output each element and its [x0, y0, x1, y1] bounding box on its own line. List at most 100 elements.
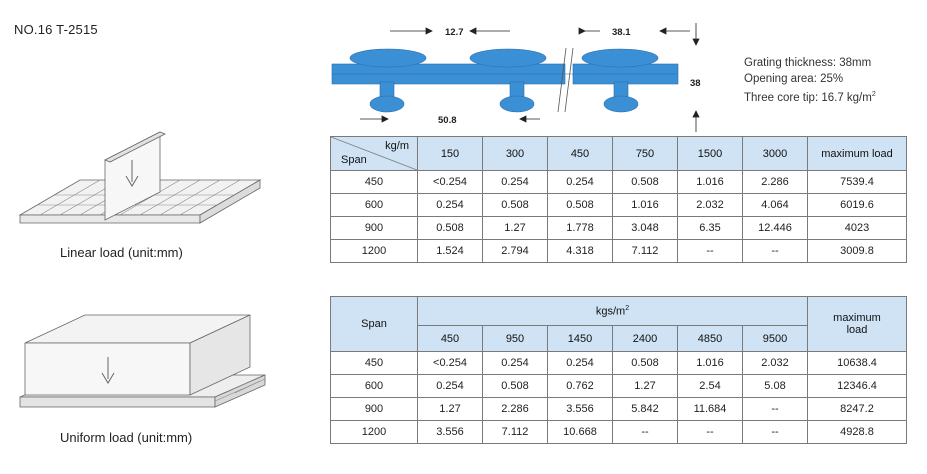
table-cell: 1200 [330, 239, 418, 263]
table-cell: 0.762 [547, 374, 613, 398]
table-cell: 1.524 [417, 239, 483, 263]
table-cell: 2.032 [742, 351, 808, 375]
dim-bottom-label: 50.8 [438, 115, 457, 126]
table-row: 900 1.27 2.286 3.556 5.842 11.684 -- 824… [330, 397, 907, 421]
table-cell: 1200 [330, 420, 418, 444]
table-cell: 3009.8 [807, 239, 907, 263]
table-header-row: kg/m Span 150 300 450 750 1500 3000 maxi… [330, 136, 907, 171]
corner-header: kg/m Span [330, 136, 418, 171]
spec-opening-area: Opening area: 25% [744, 73, 844, 85]
column-header: 1450 [547, 325, 613, 352]
table-cell: 900 [330, 397, 418, 421]
table-row: 1200 3.556 7.112 10.668 -- -- -- 4928.8 [330, 420, 907, 444]
table-cell: 3.048 [612, 216, 678, 240]
table-cell: 7.112 [612, 239, 678, 263]
linear-load-table: kg/m Span 150 300 450 750 1500 3000 maxi… [330, 136, 907, 263]
table-cell: 6019.6 [807, 193, 907, 217]
table-cell: 11.684 [677, 397, 743, 421]
table-cell: 0.254 [482, 170, 548, 194]
column-header: 4850 [677, 325, 743, 352]
grating-bar-profile [331, 48, 679, 113]
table-cell: 2.54 [677, 374, 743, 398]
table-cell: 600 [330, 374, 418, 398]
table-cell: 2.286 [482, 397, 548, 421]
column-header: 3000 [742, 136, 808, 171]
column-header: 950 [482, 325, 548, 352]
span-label: Span [341, 154, 367, 166]
column-header: 2400 [612, 325, 678, 352]
uniform-load-caption: Uniform load (unit:mm) [60, 430, 193, 445]
unit-header: kgs/m2 [417, 296, 808, 326]
table-cell: 0.254 [547, 170, 613, 194]
column-header: 300 [482, 136, 548, 171]
table-cell: 7.112 [482, 420, 548, 444]
table-cell: 0.254 [417, 193, 483, 217]
linear-load-caption: Linear load (unit:mm) [60, 245, 183, 260]
table-cell: 7539.4 [807, 170, 907, 194]
table-cell: 1.27 [417, 397, 483, 421]
table-cell: 0.508 [547, 193, 613, 217]
table-cell: 0.254 [417, 374, 483, 398]
span-header: Span [330, 296, 418, 352]
column-header: 450 [417, 325, 483, 352]
table-cell: 1.016 [677, 351, 743, 375]
spec-core-tip: Three core tip: 16.7 kg/m2 [744, 91, 876, 104]
table-cell: 2.032 [677, 193, 743, 217]
table-cell: 12346.4 [807, 374, 907, 398]
column-header: 9500 [742, 325, 808, 352]
table-cell: 0.508 [417, 216, 483, 240]
table-cell: 3.556 [547, 397, 613, 421]
uniform-load-illustration [19, 314, 266, 408]
column-header: 1500 [677, 136, 743, 171]
column-header: maximum load [807, 136, 907, 171]
table-cell: 0.254 [482, 351, 548, 375]
table-header-row: 450 950 1450 2400 4850 9500 [331, 325, 907, 352]
column-header: 150 [417, 136, 483, 171]
table-cell: 4.064 [742, 193, 808, 217]
table-cell: 5.08 [742, 374, 808, 398]
table-cell: <0.254 [417, 170, 483, 194]
table-cell: 2.286 [742, 170, 808, 194]
table-cell: 0.508 [612, 351, 678, 375]
table-cell: 4928.8 [807, 420, 907, 444]
table-cell: 600 [330, 193, 418, 217]
table-cell: 4.318 [547, 239, 613, 263]
table-cell: 3.556 [417, 420, 483, 444]
table-cell: 1.27 [612, 374, 678, 398]
table-row: 450 <0.254 0.254 0.254 0.508 1.016 2.286… [330, 170, 907, 194]
table-cell: 4023 [807, 216, 907, 240]
table-cell: 0.508 [482, 374, 548, 398]
table-cell: 1.778 [547, 216, 613, 240]
table-cell: 450 [330, 351, 418, 375]
table-cell: 1.016 [612, 193, 678, 217]
table-row: 900 0.508 1.27 1.778 3.048 6.35 12.446 4… [330, 216, 907, 240]
table-cell: 2.794 [482, 239, 548, 263]
table-cell: 0.254 [547, 351, 613, 375]
table-cell: 450 [330, 170, 418, 194]
table-cell: 10.668 [547, 420, 613, 444]
dim-height-label: 38 [690, 78, 701, 89]
table-cell: 1.27 [482, 216, 548, 240]
table-cell: -- [612, 420, 678, 444]
table-cell: 5.842 [612, 397, 678, 421]
table-row: 600 0.254 0.508 0.508 1.016 2.032 4.064 … [330, 193, 907, 217]
dim-top-right-label: 38.1 [612, 27, 631, 38]
spec-thickness: Grating thickness: 38mm [744, 57, 872, 69]
table-cell: -- [742, 420, 808, 444]
table-row: 450 <0.254 0.254 0.254 0.508 1.016 2.032… [330, 351, 907, 375]
dim-top-left-label: 12.7 [445, 27, 464, 38]
grating-specs: Grating thickness: 38mm Opening area: 25… [744, 55, 876, 106]
linear-load-illustration [18, 131, 262, 224]
column-header: 450 [547, 136, 613, 171]
table-cell: 0.508 [482, 193, 548, 217]
table-cell: 12.446 [742, 216, 808, 240]
table-cell: -- [742, 239, 808, 263]
table-cell: -- [677, 420, 743, 444]
table-cell: 0.508 [612, 170, 678, 194]
unit-label: kg/m [385, 140, 409, 152]
table-row: 600 0.254 0.508 0.762 1.27 2.54 5.08 123… [330, 374, 907, 398]
table-row: 1200 1.524 2.794 4.318 7.112 -- -- 3009.… [330, 239, 907, 263]
